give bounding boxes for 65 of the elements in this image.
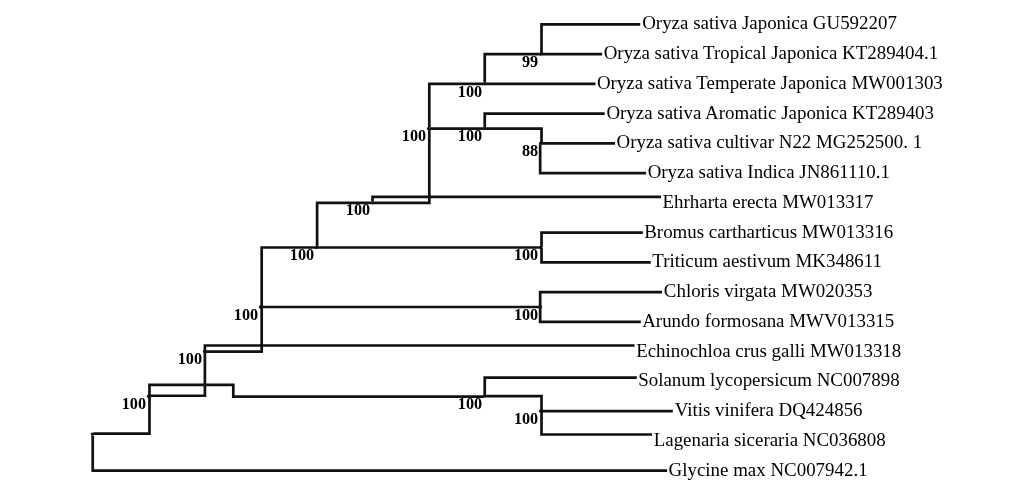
node-point [314, 245, 319, 250]
connector [373, 129, 431, 205]
node-point [90, 432, 95, 436]
node-point [258, 305, 263, 309]
node-label: 100 [345, 201, 371, 220]
node-label: 100 [457, 394, 483, 413]
node-point [482, 394, 487, 398]
node-label: 100 [289, 246, 315, 265]
node-point [146, 394, 151, 398]
connector [483, 52, 540, 83]
node-text: Oryza sativa Tropical Japonica KT289404.1 [603, 42, 939, 64]
node-text: Arundo formosana MWV013315 [642, 309, 895, 331]
node-label: 100 [233, 305, 259, 324]
node-label: 100 [401, 127, 427, 146]
node-text: Oryza sativa Temperate Japonica MW001303 [596, 71, 943, 93]
node-point [538, 52, 543, 56]
connector [485, 82, 596, 86]
node-point [538, 305, 543, 309]
node-label: 100 [513, 305, 539, 324]
node-text: Oryza sativa cultivar N22 MG252500. 1 [616, 131, 923, 153]
connector [541, 142, 616, 145]
connector [429, 127, 484, 130]
node-point [482, 126, 487, 131]
node-text: Oryza sativa Aromatic Japonica KT289403 [606, 101, 935, 123]
connector [541, 409, 673, 413]
node-text: Triticum aestivum MK348611 [652, 250, 883, 272]
node-point [538, 141, 543, 146]
node-text: Glycine max NC007942.1 [668, 458, 868, 480]
node-text: Vitis vinifera DQ424856 [674, 399, 863, 421]
connector [261, 305, 540, 309]
node-point [202, 349, 207, 354]
connector [317, 246, 540, 249]
connector [483, 112, 605, 128]
node-point [538, 409, 543, 413]
node-text: Ehrharta erecta MW013317 [662, 190, 874, 212]
node-label: 100 [513, 409, 539, 428]
node-text: Solanum lycopersicum NC007898 [638, 369, 900, 391]
connector [541, 52, 603, 56]
node-point [426, 126, 431, 131]
connector [91, 435, 668, 472]
node-text: Lagenaria siceraria NC036808 [653, 428, 886, 450]
connector [485, 127, 543, 144]
node-label: 88 [521, 142, 539, 161]
node-label: 100 [457, 127, 483, 146]
connector [538, 290, 662, 306]
node-label: 100 [457, 82, 483, 101]
node-label: 100 [177, 350, 203, 369]
node-label: 100 [513, 246, 539, 265]
node-point [482, 82, 487, 86]
node-text: Oryza sativa Indica JN861110.1 [647, 161, 890, 183]
connector [483, 376, 637, 395]
connector [427, 82, 484, 128]
connector [315, 201, 372, 247]
node-label: 100 [121, 394, 147, 413]
node-label: 99 [521, 52, 539, 71]
node-text: Bromus cartharticus MW013316 [644, 220, 894, 242]
node-text: Oryza sativa Japonica GU592207 [642, 12, 897, 34]
connector [371, 195, 661, 202]
node-text: Echinochloa crus galli MW013318 [636, 339, 902, 361]
node-point [370, 201, 375, 205]
node-text: Chloris virgata MW020353 [663, 280, 873, 302]
node-point [538, 245, 543, 250]
connector [203, 344, 635, 351]
connector [538, 144, 647, 175]
connector [149, 352, 207, 398]
